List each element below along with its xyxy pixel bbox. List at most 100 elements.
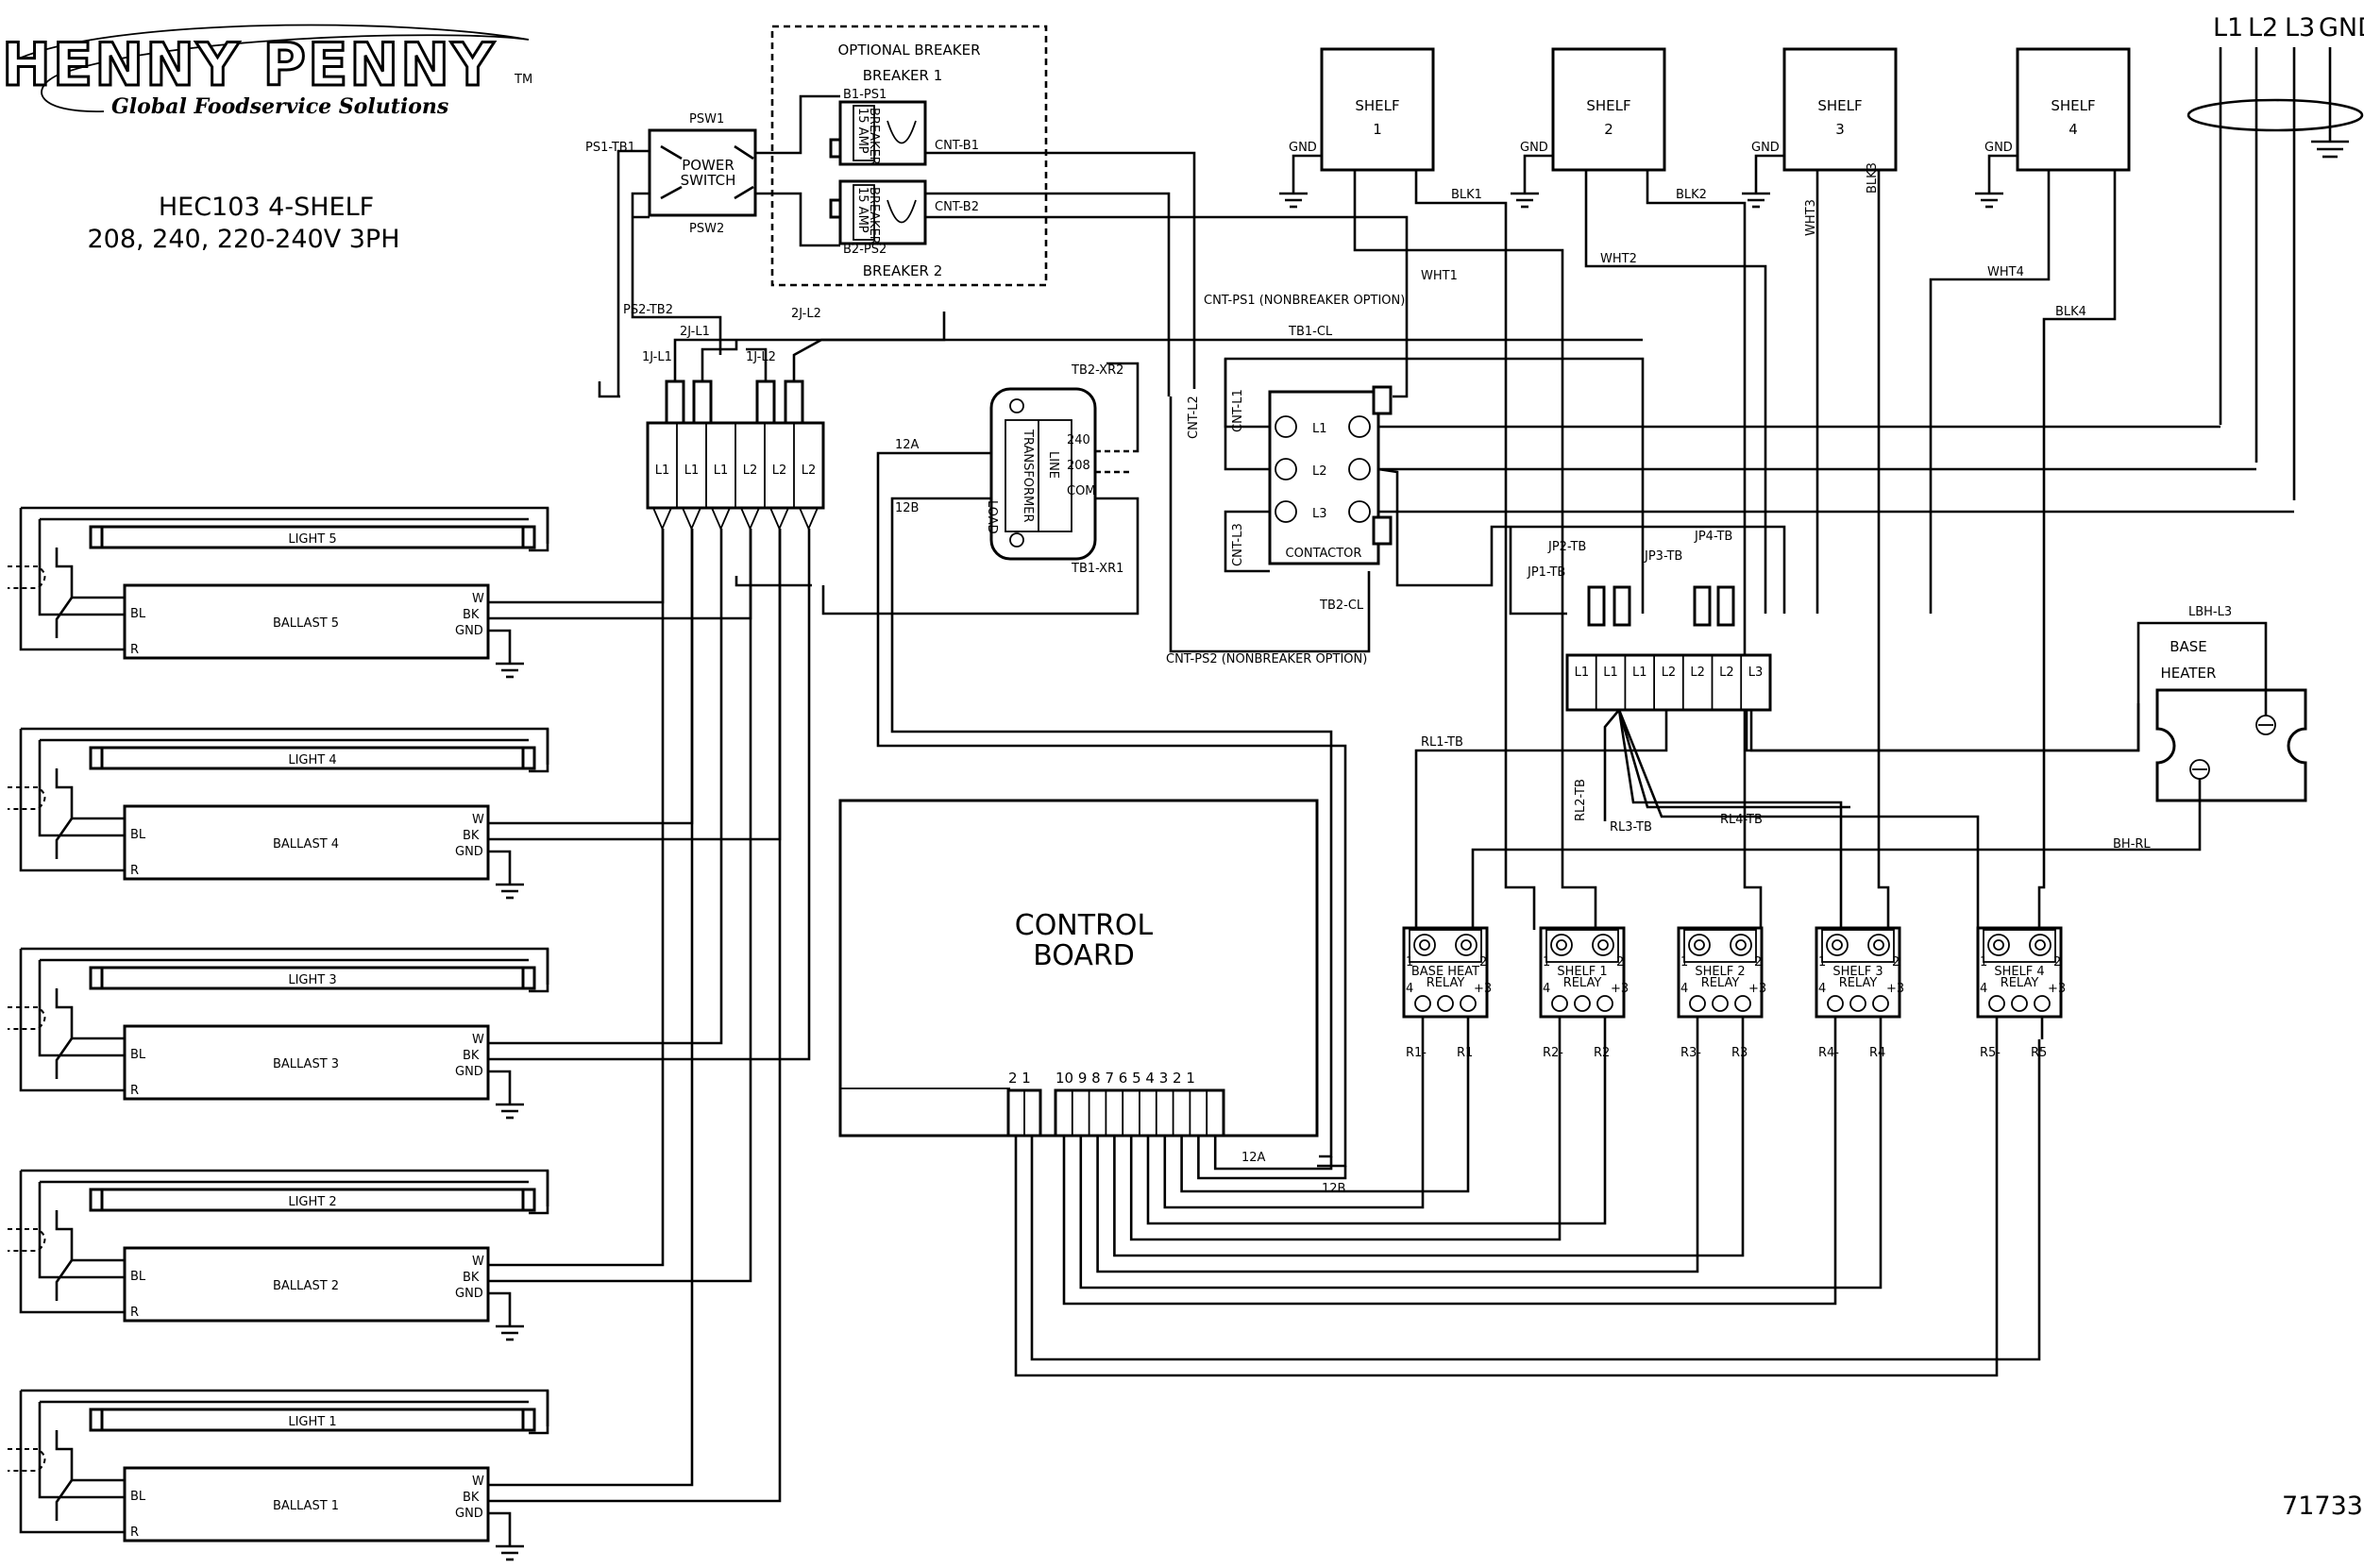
- svg-text:PS2-TB2: PS2-TB2: [623, 303, 673, 317]
- shelf-1: SHELF 1 GND: [1279, 47, 1435, 209]
- label-wht1: WHT1: [1421, 269, 1458, 283]
- svg-text:2 1: 2 1: [1008, 1070, 1031, 1087]
- ballast: [123, 583, 490, 660]
- brand-name: HENNY PENNY: [2, 30, 496, 99]
- svg-text:2J-L2: 2J-L2: [791, 307, 821, 321]
- logo-swoosh: [18, 24, 530, 112]
- relay-plus-label: R1: [1457, 1046, 1473, 1060]
- svg-text:PSW2: PSW2: [689, 222, 724, 236]
- cable-bundle: [2187, 98, 2364, 132]
- svg-text:SHELF: SHELF: [1355, 97, 1399, 114]
- svg-text:+3: +3: [1886, 982, 1904, 996]
- svg-text:BREAKER: BREAKER: [867, 108, 881, 165]
- relay-type: RELAY: [1563, 976, 1602, 990]
- breaker-1-label: BREAKER 1: [863, 67, 943, 84]
- svg-text:CNT-B1: CNT-B1: [935, 139, 979, 153]
- svg-text:CNT-L2: CNT-L2: [1187, 396, 1201, 439]
- svg-text:JP4-TB: JP4-TB: [1694, 530, 1732, 544]
- svg-text:PSW1: PSW1: [689, 112, 724, 126]
- svg-text:W: W: [472, 1475, 484, 1489]
- relay-type: RELAY: [1701, 976, 1740, 990]
- base-heater: BASE HEATER LBH-L3 BH-RL: [1471, 605, 2307, 930]
- tb1-wiring: [488, 312, 1643, 1503]
- tb2-term-6: L2: [1719, 666, 1734, 680]
- ballast-label: BALLAST 1: [273, 1499, 339, 1513]
- label-blk1: BLK1: [1451, 188, 1482, 202]
- svg-text:GND: GND: [455, 845, 483, 859]
- relay-name: SHELF 3: [1832, 965, 1883, 979]
- svg-text:BL: BL: [130, 1490, 146, 1504]
- ballast: [123, 804, 490, 881]
- svg-text:BK: BK: [463, 829, 480, 843]
- breaker-wiring: PS2-TB2 CNT-PS1 (NONBREAKER OPTION) CNT-…: [616, 94, 1409, 666]
- svg-text:208: 208: [1067, 459, 1090, 473]
- svg-text:JP3-TB: JP3-TB: [1644, 549, 1682, 564]
- svg-text:+3: +3: [1611, 982, 1629, 996]
- svg-text:GND: GND: [455, 624, 483, 638]
- power-switch[interactable]: POWER SWITCH PSW1 PSW2 PS1-TB1: [585, 112, 757, 236]
- svg-text:BK: BK: [463, 1491, 480, 1505]
- optional-breaker: OPTIONAL BREAKER BREAKER 1 BREAKER 2 B1-…: [770, 25, 1048, 287]
- shelf-4: SHELF 4 GND: [1975, 47, 2131, 209]
- relay-minus-label: R4-: [1818, 1046, 1839, 1060]
- svg-text:1J-L1: 1J-L1: [642, 350, 672, 364]
- supply-l3: L3: [2285, 13, 2315, 42]
- svg-text:R: R: [130, 1084, 139, 1098]
- relay-minus-label: R3-: [1680, 1046, 1701, 1060]
- svg-text:CNT-B2: CNT-B2: [935, 200, 979, 214]
- svg-text:BH-RL: BH-RL: [2113, 837, 2151, 851]
- relay-type: RELAY: [2001, 976, 2039, 990]
- drawing-subtitle: 208, 240, 220-240V 3PH: [87, 225, 399, 254]
- svg-text:SHELF: SHELF: [1817, 97, 1862, 114]
- svg-text:CNT-L3: CNT-L3: [1231, 523, 1245, 566]
- svg-text:L1: L1: [1312, 422, 1327, 436]
- label-wht4: WHT4: [1987, 265, 2024, 279]
- supply-terminals: L1 L2 L3 GND: [2187, 13, 2364, 500]
- svg-text:SHELF: SHELF: [2051, 97, 2095, 114]
- supply-gnd: GND: [2319, 13, 2364, 42]
- svg-text:LBH-L3: LBH-L3: [2188, 605, 2232, 619]
- light-label: LIGHT 5: [288, 532, 336, 547]
- relay-minus-label: R2-: [1543, 1046, 1563, 1060]
- svg-text:12A: 12A: [895, 438, 920, 452]
- svg-text:240: 240: [1067, 433, 1090, 447]
- tb2-term-7: L3: [1748, 666, 1764, 680]
- svg-text:4: 4: [1543, 982, 1550, 996]
- svg-text:12A: 12A: [1241, 1151, 1266, 1165]
- svg-text:TB1-CL: TB1-CL: [1288, 325, 1333, 339]
- svg-text:3: 3: [1835, 121, 1845, 138]
- svg-text:JP1-TB: JP1-TB: [1527, 565, 1565, 580]
- svg-text:W: W: [472, 592, 484, 606]
- svg-text:1: 1: [1680, 955, 1688, 969]
- tb1-term-4: L2: [743, 464, 758, 478]
- light-label: LIGHT 3: [288, 973, 336, 987]
- svg-text:2J-L1: 2J-L1: [680, 325, 710, 339]
- relay-type: RELAY: [1839, 976, 1878, 990]
- svg-text:1: 1: [1406, 955, 1413, 969]
- drawing-title: HEC103 4-SHELF: [159, 193, 374, 222]
- svg-text:GND: GND: [1751, 141, 1780, 155]
- shelf-wiring: BLK1 WHT1 WHT2 BLK2 WHT3 BLK3 WHT4 BLK4: [1353, 162, 2117, 930]
- svg-text:1J-L2: 1J-L2: [746, 350, 776, 364]
- svg-text:TB2-CL: TB2-CL: [1319, 599, 1364, 613]
- svg-text:LOAD: LOAD: [985, 500, 999, 534]
- shelf-2: SHELF 2 GND: [1511, 47, 1666, 209]
- svg-text:HEATER: HEATER: [2161, 665, 2217, 682]
- ballast-label: BALLAST 2: [273, 1279, 339, 1293]
- shelf-3: SHELF 3 GND: [1742, 47, 1898, 209]
- svg-text:BK: BK: [463, 1049, 480, 1063]
- svg-text:RL3-TB: RL3-TB: [1610, 820, 1652, 835]
- svg-text:CNT-PS2 (NONBREAKER OPTION): CNT-PS2 (NONBREAKER OPTION): [1166, 652, 1367, 666]
- svg-text:1: 1: [1543, 955, 1550, 969]
- svg-text:4: 4: [1680, 982, 1688, 996]
- svg-text:+3: +3: [2048, 982, 2066, 996]
